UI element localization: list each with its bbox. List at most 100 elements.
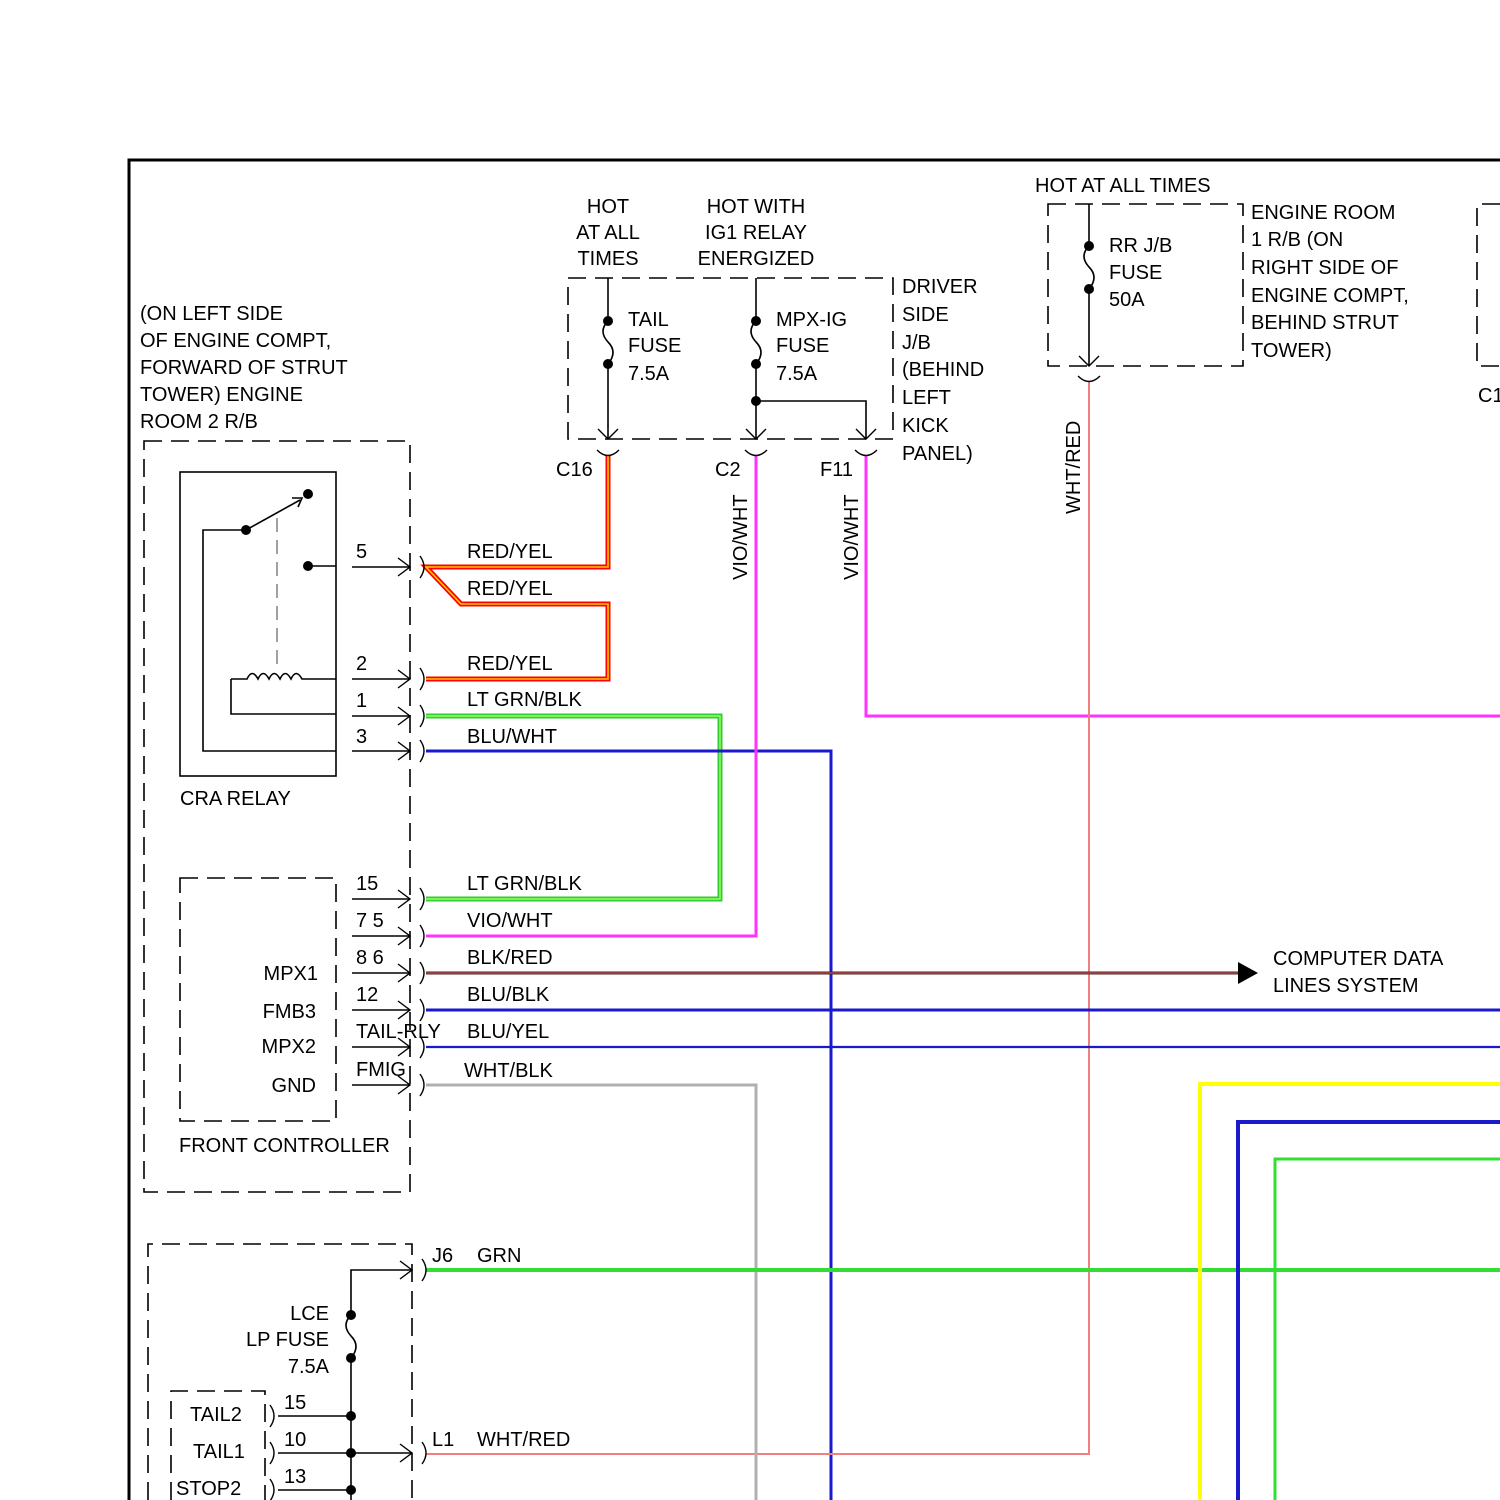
lce-fuse-label-2: LP FUSE <box>246 1329 329 1351</box>
engine-room1-desc-6: TOWER) <box>1251 340 1332 362</box>
wire-label-vio-wht-v2: VIO/WHT <box>841 494 863 580</box>
tail-fuse-label-1: TAIL <box>628 309 669 331</box>
connector-c16: C16 <box>556 459 593 481</box>
wire-blu-wht <box>426 751 831 1500</box>
controller-pin-mpx2: MPX2 <box>262 1036 316 1058</box>
driver-jb-desc-5: LEFT <box>902 387 951 409</box>
wire-label-wht-red-h: WHT/RED <box>477 1429 570 1451</box>
hot-ig1-label-2: IG1 RELAY <box>705 222 807 244</box>
pin-tail-rly: TAIL-RLY <box>356 1021 441 1043</box>
connector-j6: J6 <box>432 1245 453 1267</box>
tail-fuse <box>597 278 619 456</box>
c1-partial-label: C1 <box>1478 385 1500 407</box>
pin-15b: 15 <box>284 1392 306 1414</box>
controller-pin-tail2: TAIL2 <box>190 1404 242 1426</box>
pin-10: 10 <box>284 1429 306 1451</box>
engine-room1-desc-1: ENGINE ROOM <box>1251 202 1395 224</box>
wire-label-red-yel-2: RED/YEL <box>467 578 553 600</box>
engine-room2-desc-2: OF ENGINE COMPT, <box>140 330 331 352</box>
engine-room2-desc-1: (ON LEFT SIDE <box>140 303 283 325</box>
controller-pin-fmb3: FMB3 <box>263 1001 316 1023</box>
rr-fuse-label-3: 50A <box>1109 289 1145 311</box>
wire-label-blu-yel: BLU/YEL <box>467 1021 549 1043</box>
driver-jb-desc-4: (BEHIND <box>902 359 984 381</box>
engine-room1-desc-4: ENGINE COMPT, <box>1251 285 1409 307</box>
lce-lp-fuse <box>270 1259 426 1500</box>
wire-yellow-right <box>1200 1084 1500 1500</box>
pin-15: 15 <box>356 873 378 895</box>
driver-jb-desc-3: J/B <box>902 332 931 354</box>
driver-jb-desc-6: KICK <box>902 415 949 437</box>
controller-pin-mpx1: MPX1 <box>264 963 318 985</box>
wire-label-red-yel-3: RED/YEL <box>467 653 553 675</box>
tail-fuse-label-3: 7.5A <box>628 363 670 385</box>
engine-room1-desc-5: BEHIND STRUT <box>1251 312 1399 334</box>
cra-relay-label: CRA RELAY <box>180 788 291 810</box>
wire-label-vio-wht-v1: VIO/WHT <box>730 494 752 580</box>
label-group: HOT AT ALL TIMES HOT WITH IG1 RELAY ENER… <box>140 175 1500 1500</box>
pin-5: 5 <box>356 541 367 563</box>
pin-fmig: FMIG <box>356 1059 406 1081</box>
mpx-fuse-label-1: MPX-IG <box>776 309 847 331</box>
engine-room2-desc-5: ROOM 2 R/B <box>140 411 258 433</box>
wire-label-blu-wht: BLU/WHT <box>467 726 557 748</box>
rr-fuse-label-1: RR J/B <box>1109 235 1172 257</box>
wire-label-lt-grn-blk-2: LT GRN/BLK <box>467 873 583 895</box>
pin-2: 2 <box>356 653 367 675</box>
tail-fuse-label-2: FUSE <box>628 335 681 357</box>
wire-red-yel <box>426 456 608 679</box>
wire-vio-wht-f11 <box>866 456 1500 716</box>
connector-c2: C2 <box>715 459 741 481</box>
engine-room1-desc-2: 1 R/B (ON <box>1251 229 1343 251</box>
pin-13: 13 <box>284 1466 306 1488</box>
pin-86: 8 6 <box>356 947 384 969</box>
cra-relay <box>180 472 336 776</box>
hot-label-2: AT ALL <box>576 222 640 244</box>
engine-room1-box <box>1048 204 1243 366</box>
driver-jb-desc-7: PANEL) <box>902 443 973 465</box>
driver-jb-desc-1: DRIVER <box>902 276 978 298</box>
engine-room2-desc-3: FORWARD OF STRUT <box>140 357 348 379</box>
wire-label-grn: GRN <box>477 1245 521 1267</box>
connector-l1: L1 <box>432 1429 454 1451</box>
pin-1: 1 <box>356 690 367 712</box>
controller-pin-gnd: GND <box>272 1075 316 1097</box>
wire-label-wht-red-v: WHT/RED <box>1063 421 1085 514</box>
wire-label-blk-red: BLK/RED <box>467 947 553 969</box>
mpx-fuse-label-3: 7.5A <box>776 363 818 385</box>
computer-data-label-2: LINES SYSTEM <box>1273 975 1419 997</box>
engine-room2-desc-4: TOWER) ENGINE <box>140 384 303 406</box>
lce-fuse-label-1: LCE <box>290 1303 329 1325</box>
hot-all-times-top: HOT AT ALL TIMES <box>1035 175 1211 197</box>
controller-pin-stop2: STOP2 <box>176 1478 241 1500</box>
wire-blue-right <box>1238 1122 1500 1500</box>
pin-12: 12 <box>356 984 378 1006</box>
computer-data-label-1: COMPUTER DATA <box>1273 948 1444 970</box>
wire-green-right <box>1275 1159 1500 1500</box>
wire-label-red-yel-1: RED/YEL <box>467 541 553 563</box>
connector-f11: F11 <box>820 459 853 481</box>
wire-label-lt-grn-blk-1: LT GRN/BLK <box>467 689 583 711</box>
front-controller-label: FRONT CONTROLLER <box>179 1135 390 1157</box>
hot-label-1: HOT <box>587 196 629 218</box>
rr-jb-fuse <box>1078 204 1100 382</box>
engine-room1-desc-3: RIGHT SIDE OF <box>1251 257 1398 279</box>
pin-arrows-engine-room2 <box>352 556 424 1096</box>
wire-label-blu-blk: BLU/BLK <box>467 984 550 1006</box>
wire-wht-blk <box>426 1085 756 1500</box>
rr-fuse-label-2: FUSE <box>1109 262 1162 284</box>
hot-ig1-label-1: HOT WITH <box>707 196 806 218</box>
mpx-fuse-label-2: FUSE <box>776 335 829 357</box>
computer-data-arrow <box>1238 962 1258 984</box>
lce-fuse-label-3: 7.5A <box>288 1356 330 1378</box>
lower-jb-box <box>148 1244 412 1500</box>
pin-75: 7 5 <box>356 910 384 932</box>
hot-ig1-label-3: ENERGIZED <box>698 248 815 270</box>
driver-jb-box <box>568 278 893 439</box>
wire-label-wht-blk: WHT/BLK <box>464 1060 554 1082</box>
driver-jb-desc-2: SIDE <box>902 304 949 326</box>
pin-3: 3 <box>356 726 367 748</box>
wire-label-vio-wht: VIO/WHT <box>467 910 553 932</box>
partial-box-right <box>1477 204 1500 366</box>
